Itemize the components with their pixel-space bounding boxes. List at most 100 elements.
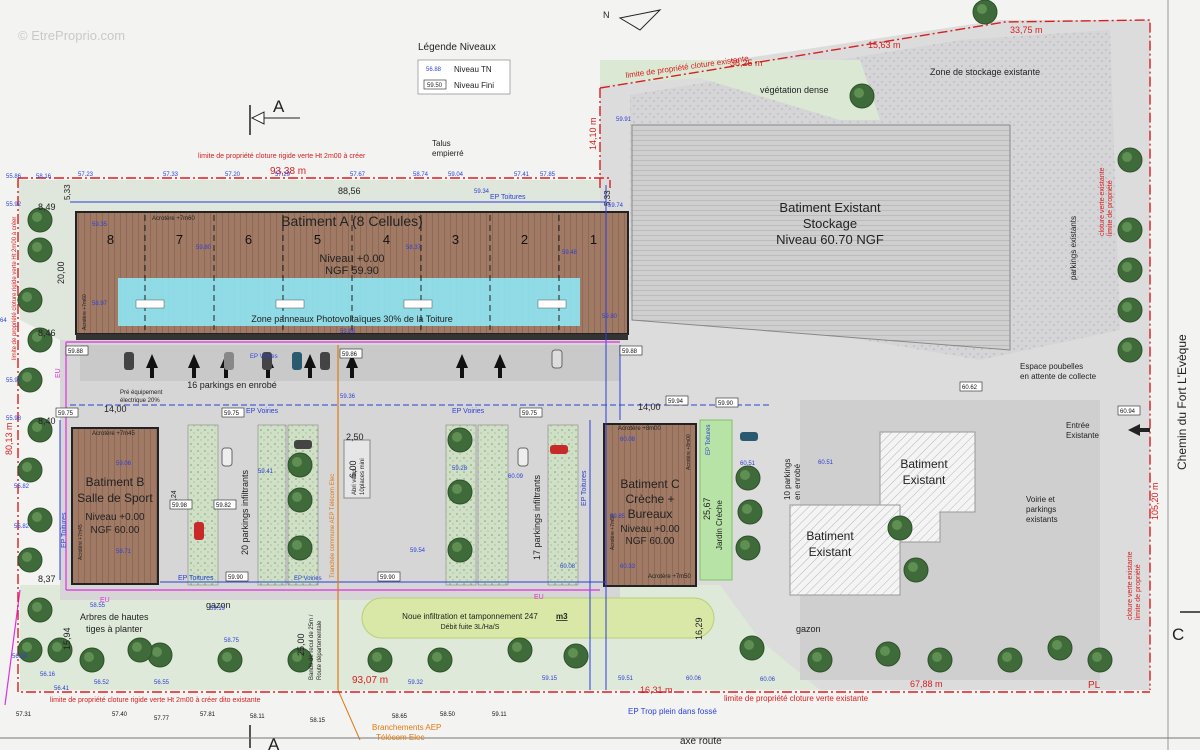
finished-level-box [225,571,249,582]
tn-level: 59.15 [542,676,558,682]
tn-level: 59.85 [610,514,626,520]
gazon-left: gazon [206,600,231,610]
dim-top: 93,38 m [270,166,306,177]
road-name: Chemin du Fort L'Evèque [1175,334,1189,470]
building-c-acrotere-side: Acrotère +8m00 [686,434,692,470]
building-b: Batiment B Salle de Sport Niveau +0.00 N… [71,427,159,585]
tn-level: 59.28 [452,466,468,472]
branchements-label: Branchements AEP [372,723,441,732]
tree-highlight [22,292,32,302]
tree-highlight [32,422,42,432]
vegetation-label: végétation dense [760,85,829,95]
parking-10-label: 10 parkings [783,459,792,500]
building-a-cell-5: 5 [314,232,321,247]
trees-label: Arbres de hautes [80,612,149,622]
storage-building-subtitle: Stockage [803,216,857,231]
dim-533b: 5,33 [603,190,612,206]
ep-toitures-label: EP Toitures [490,194,526,201]
voirie-label-2: parkings [1026,505,1056,514]
tn-level: 57.23 [78,172,94,178]
building-b-level: Niveau +0.00 [85,512,145,523]
dim-bottom: 93,07 m [352,675,388,686]
voirie-label: Voirie et [1026,495,1056,504]
skylight [135,299,165,309]
tn-level: 60.06 [686,676,702,682]
tn-level: 59.19 [210,606,226,612]
finished-level-box [55,407,79,418]
tree-highlight [1052,640,1062,650]
tree-highlight [22,372,32,382]
tree-highlight [32,602,42,612]
infiltrating-parkings: 20 parkings infiltrants 17 parkings infi… [187,424,579,586]
limit-left: limite de propriété cloture rigide verte… [12,217,18,360]
limit-right-1: limite de propriété [1107,180,1114,236]
tree-highlight [452,432,462,442]
skylight [537,299,567,309]
entree-label: Entrée [1066,421,1090,430]
finished-level-box [619,345,643,356]
trees-label-2: tiges à planter [86,624,143,634]
dim-600: 6,00 [348,460,358,478]
poubelles-label-2: en attente de collecte [1020,372,1097,381]
finished-level-box [339,348,363,359]
road-level: 57.81 [200,712,216,718]
dim-1594: 15,94 [62,627,72,650]
tree-highlight [22,462,32,472]
talus-label-2: empierré [432,149,464,158]
limit-right-4: cloture verte existante [1127,551,1134,620]
legend-fini-value: 59.50 [427,83,443,89]
tn-level: 59.04 [448,172,464,178]
jardin-creche-label: Jardin Crèche [715,500,724,550]
building-c-level: Niveau +0.00 [620,524,680,535]
tn-level: 57.20 [225,172,241,178]
road-level: 58.65 [392,714,408,720]
building-a-cell-6: 6 [245,232,252,247]
building-b-acrotere-top: Acrotère +7m45 [92,431,136,437]
tn-level: 59.80 [196,245,212,251]
limit-bottom-right: limite de propriété cloture verte exista… [724,694,869,703]
tree-highlight [132,642,142,652]
tn-level: 60.08 [620,437,636,443]
arrow-up-icon [304,354,316,378]
building-b-ngf: NGF 60.00 [91,525,140,536]
building-a-acrotere-side: Acrotère +7m60 [82,294,88,330]
tree-highlight [22,642,32,652]
legend-tn-value: 56.88 [426,67,442,73]
finished-level: 59.82 [216,503,232,509]
finished-level-box [221,407,245,418]
pl-label: PL [1088,680,1101,691]
tree-highlight [744,640,754,650]
tree-highlight [854,88,864,98]
pre-equip-label-2: électrique 20% [120,398,160,404]
road-level: 57.77 [154,716,170,722]
tn-level: 59.32 [408,680,424,686]
storage-zone-label: Zone de stockage existante [930,67,1040,77]
dim-533a: 5,33 [63,184,72,200]
tn-level: 57.67 [350,172,366,178]
arrow-up-icon [146,354,158,378]
dim-840: 8,40 [38,416,56,426]
finished-level-box [519,407,543,418]
dim-849: 8,49 [38,202,56,212]
site-labels: Zone de stockage existante végétation de… [80,67,1101,691]
eu-label-1: EU [55,368,62,378]
dim-1400a: 14,00 [104,404,127,414]
tn-level: 55.82 [14,484,30,490]
tree-highlight [152,647,162,657]
building-c: Batiment C Crèche + Bureaux Niveau +0.00… [603,419,733,587]
road-level: 58.50 [440,712,456,718]
tree-highlight [1092,652,1102,662]
tn-level: 59.74 [608,203,624,209]
existing-building-2-line1: Batiment [806,529,854,543]
existing-buildings: Batiment Existant Batiment Existant [789,431,976,596]
tree-highlight [932,652,942,662]
building-b-title: Batiment B [86,475,145,489]
parking-20-label: 20 parkings infiltrants [240,469,250,555]
ep-voiries-1: EP Voiries [246,408,279,415]
building-c-acrotere-low: Acrotère +7m50 [610,514,616,550]
section-marker-a-top: A [249,97,300,135]
finished-level: 59.75 [58,411,74,417]
ep-toitures-b-label: EP Toitures [61,512,68,548]
